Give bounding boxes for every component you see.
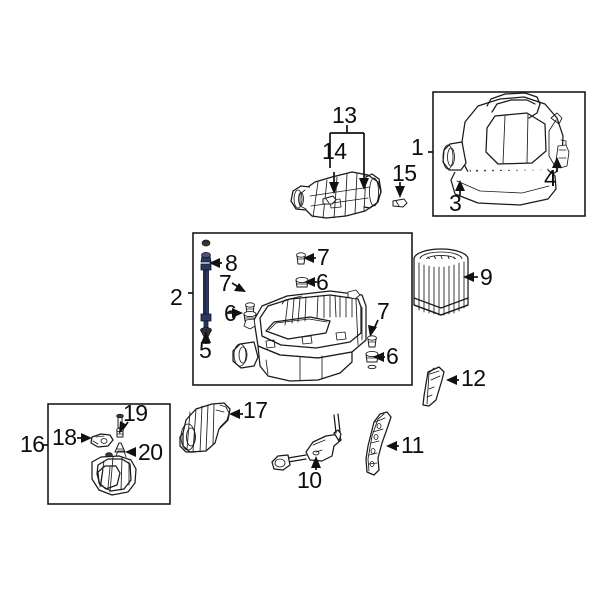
part-long-through-bolt	[200, 239, 212, 332]
leader-12	[446, 375, 459, 385]
leader-20	[125, 447, 136, 457]
leader-18	[77, 433, 92, 443]
leader-17	[229, 409, 243, 419]
leader-19	[119, 421, 129, 434]
callout-label-3: 3	[449, 190, 462, 216]
leader-7a	[231, 282, 246, 292]
callout-label-12: 12	[461, 365, 486, 391]
callout-label-13: 13	[332, 102, 357, 128]
part-housing-nut-c	[365, 350, 379, 370]
callout-label-6: 6	[224, 300, 237, 326]
callout-label-7-right: 7	[377, 298, 390, 324]
leader-3	[455, 180, 465, 196]
callout-label-10: 10	[297, 467, 322, 493]
callout-label-2: 2	[170, 284, 183, 310]
part-intake-stay-bracket	[365, 411, 392, 476]
panel-border-2	[192, 232, 413, 386]
leader-11	[386, 441, 399, 451]
callout-label-7-upper: 7	[317, 244, 330, 270]
leader-6b	[304, 277, 317, 287]
leader-15	[395, 182, 405, 198]
leader-7b	[303, 253, 316, 263]
callout-label-7: 7	[219, 270, 232, 296]
callout-label-15: 15	[392, 160, 417, 186]
leader-6c	[373, 352, 385, 362]
leader-8	[209, 258, 222, 268]
callout-label-18: 18	[52, 424, 77, 450]
part-air-cleaner-cover	[442, 92, 570, 206]
callout-label-11: 11	[401, 432, 424, 458]
callout-label-20: 20	[138, 439, 163, 465]
panel-border-1	[432, 91, 586, 217]
part-intake-support-bracket	[271, 413, 342, 471]
callout-label-9: 9	[480, 264, 493, 290]
callout-label-8: 8	[225, 250, 238, 276]
part-resonator-bracket	[90, 433, 114, 448]
part-air-filter-element	[413, 248, 469, 316]
callout-label-6-right: 6	[386, 343, 399, 369]
callout-label-5: 5	[199, 337, 212, 363]
callout-label-17: 17	[243, 397, 268, 423]
callout-label-1: 1	[411, 134, 424, 160]
leader-5	[201, 331, 211, 344]
leader-10	[311, 456, 321, 470]
callout-label-19: 19	[123, 400, 148, 426]
part-housing-bolt-c	[367, 335, 377, 348]
part-intake-tube-clamp	[322, 195, 337, 205]
leader-13	[329, 125, 369, 190]
panel-border-16	[47, 403, 171, 505]
part-housing-mount-grommet	[200, 327, 212, 338]
part-air-inlet-duct	[179, 402, 231, 453]
callout-label-4: 4	[544, 165, 557, 191]
leader-14	[329, 172, 339, 194]
part-air-cleaner-lower-case	[232, 289, 367, 382]
part-resonator-chamber	[91, 450, 137, 496]
part-intake-tube-bolt	[392, 198, 408, 208]
leader-7c	[368, 319, 379, 337]
callout-label-14: 14	[322, 138, 347, 164]
leader-9	[463, 272, 478, 282]
leader-4	[552, 157, 562, 172]
part-air-intake-tube	[290, 171, 382, 219]
leader-6a	[228, 308, 243, 318]
callout-label-6-upper: 6	[316, 269, 329, 295]
callout-label-16: 16	[20, 431, 45, 457]
part-intake-mount-stay	[422, 366, 445, 407]
